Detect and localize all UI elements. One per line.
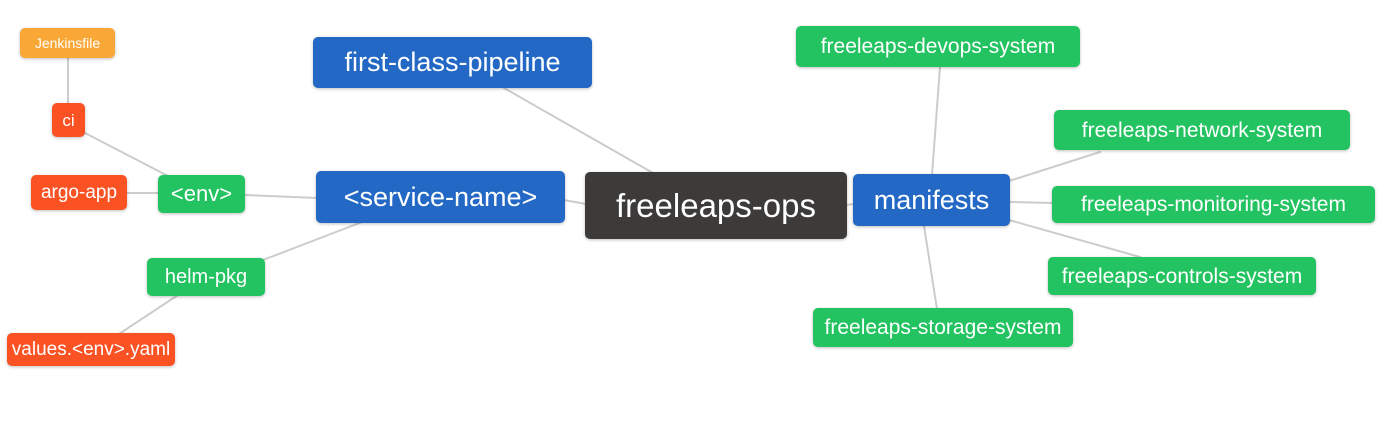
node-freeleaps-ops[interactable]: freeleaps-ops (585, 172, 847, 239)
node-monitoring-system[interactable]: freeleaps-monitoring-system (1052, 186, 1375, 223)
node-helm-pkg[interactable]: helm-pkg (147, 258, 265, 296)
node-controls-system[interactable]: freeleaps-controls-system (1048, 257, 1316, 295)
node-jenkinsfile[interactable]: Jenkinsfile (20, 28, 115, 58)
node-service-name[interactable]: <service-name> (316, 171, 565, 223)
edge-manifests-storage (923, 225, 938, 310)
edge-service-name-env (244, 194, 318, 199)
edge-service-name-helm-pkg (262, 221, 363, 261)
node-values-env-yaml[interactable]: values.<env>.yaml (7, 333, 175, 366)
edge-env-ci (84, 132, 171, 178)
node-env[interactable]: <env> (158, 175, 245, 213)
node-network-system[interactable]: freeleaps-network-system (1054, 110, 1350, 150)
node-devops-system[interactable]: freeleaps-devops-system (796, 26, 1080, 67)
edge-manifests-controls (1008, 219, 1141, 258)
edge-ops-service-name (563, 199, 587, 205)
edge-manifests-network (1008, 151, 1101, 182)
node-ci[interactable]: ci (52, 103, 85, 137)
node-argo-app[interactable]: argo-app (31, 175, 127, 210)
node-manifests[interactable]: manifests (853, 174, 1010, 226)
edge-helm-pkg-values (118, 294, 179, 335)
edge-manifests-monitoring (1008, 201, 1055, 204)
edge-manifests-devops (931, 66, 941, 176)
edge-ops-first-class-pipeline (503, 87, 654, 174)
node-storage-system[interactable]: freeleaps-storage-system (813, 308, 1073, 347)
node-first-class-pipeline[interactable]: first-class-pipeline (313, 37, 592, 88)
